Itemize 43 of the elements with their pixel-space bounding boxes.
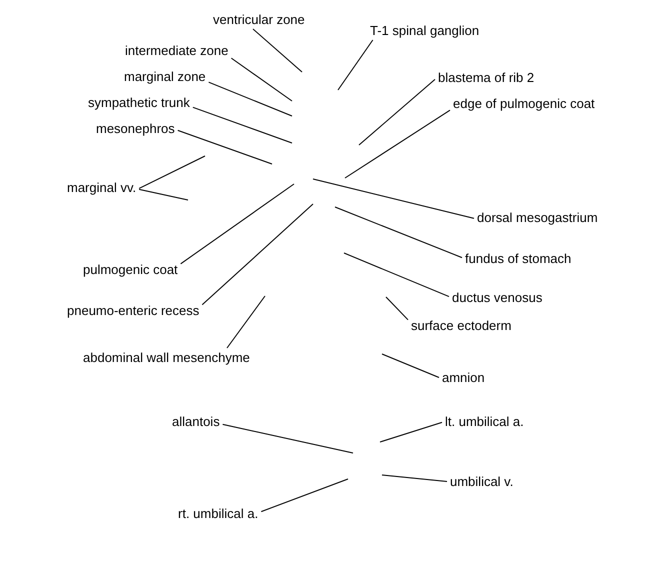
leader-line: [338, 40, 374, 90]
part-label: ventricular zone: [210, 10, 308, 29]
part-label: dorsal mesogastrium: [474, 208, 601, 227]
leader-line: [260, 478, 348, 512]
part-label: ductus venosus: [449, 288, 546, 307]
leader-line: [252, 28, 302, 72]
leader-line: [382, 354, 440, 378]
leader-line: [312, 178, 474, 219]
leader-line: [344, 252, 450, 298]
leader-line: [138, 156, 206, 189]
part-label: pneumo-enteric recess: [64, 301, 202, 320]
leader-line: [202, 204, 314, 306]
leader-line: [334, 206, 462, 258]
part-label: marginal zone: [121, 67, 209, 86]
part-label: pulmogenic coat: [80, 260, 181, 279]
leader-line: [192, 106, 292, 144]
leader-line: [358, 78, 436, 146]
leader-line: [386, 296, 408, 320]
leader-line: [208, 82, 292, 116]
part-label: edge of pulmogenic coat: [450, 94, 598, 113]
leader-line: [380, 422, 442, 442]
leader-line: [382, 474, 448, 482]
part-label: surface ectoderm: [408, 316, 514, 335]
part-label: rt. umbilical a.: [175, 504, 262, 523]
leader-line: [180, 184, 294, 264]
part-label: mesonephros: [93, 119, 178, 138]
part-label: intermediate zone: [122, 41, 232, 60]
leader-line: [177, 130, 272, 164]
part-label: allantois: [169, 412, 223, 431]
part-label: T-1 spinal ganglion: [367, 21, 482, 40]
leader-line: [222, 424, 354, 454]
part-label: blastema of rib 2: [435, 68, 538, 87]
leader-line: [138, 188, 188, 200]
leader-line: [230, 58, 292, 102]
leader-line: [226, 296, 266, 348]
part-label: fundus of stomach: [462, 249, 574, 268]
part-label: amnion: [439, 368, 488, 387]
part-label: abdominal wall mesenchyme: [80, 348, 253, 367]
part-label: marginal vv.: [64, 178, 140, 197]
part-label: umbilical v.: [447, 472, 516, 491]
leader-line: [344, 110, 450, 178]
part-label: lt. umbilical a.: [442, 412, 527, 431]
part-label: sympathetic trunk: [85, 93, 193, 112]
